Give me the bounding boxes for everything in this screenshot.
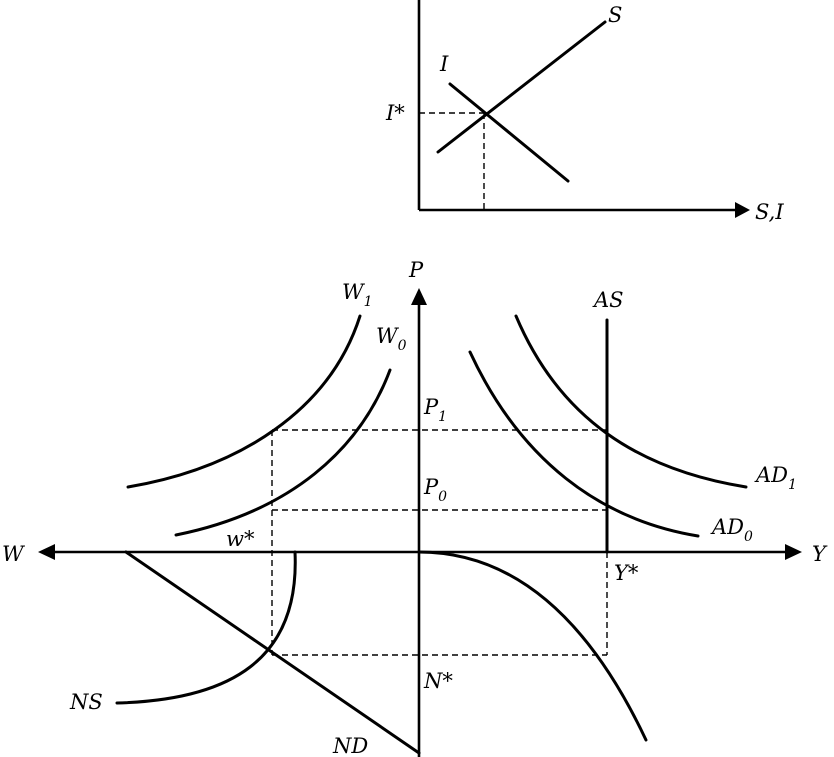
nd-label: ND <box>332 734 368 757</box>
ad1-curve <box>514 314 748 489</box>
dashed-guides <box>271 429 608 656</box>
si-axis-arrow-icon <box>735 202 750 218</box>
y-star-label: Y* <box>614 561 639 585</box>
i-star-label: I* <box>385 101 405 125</box>
p-axis-label: P <box>408 258 424 282</box>
p-axis-arrow-icon <box>411 288 427 305</box>
w1-label: W1 <box>342 280 373 310</box>
wage-curves: W1 W0 w* <box>126 280 407 551</box>
w0-curve <box>174 368 392 537</box>
ns-curve <box>115 550 297 705</box>
n-star-label: N* <box>423 669 453 693</box>
investment-curve-label: I <box>439 52 449 76</box>
w-axis-label: W <box>2 542 26 566</box>
w1-curve <box>126 314 362 489</box>
ns-label: NS <box>69 690 103 714</box>
ad0-label: AD0 <box>710 515 753 545</box>
p0-label: P0 <box>423 475 447 505</box>
savings-investment-panel: S,I S I I* <box>385 0 784 224</box>
si-axis-label: S,I <box>755 200 784 224</box>
investment-curve <box>448 82 570 183</box>
main-axes: P Y W <box>2 258 828 757</box>
production-curve <box>417 550 648 742</box>
y-axis-arrow-icon <box>785 544 802 560</box>
w-axis-arrow-icon <box>38 544 55 560</box>
y-axis-label: Y <box>812 542 828 566</box>
ad0-curve <box>468 350 700 538</box>
w0-label: W0 <box>376 324 407 354</box>
w-star-label: w* <box>226 527 255 551</box>
savings-curve-label: S <box>608 3 622 27</box>
savings-curve <box>436 20 607 154</box>
labor-production-curves: NS ND N* <box>69 550 648 757</box>
p1-label: P1 <box>423 395 447 425</box>
ad1-label: AD1 <box>754 463 797 493</box>
as-label: AS <box>592 288 624 312</box>
ad-as-curves: AS AD1 AD0 P1 P0 Y* <box>423 288 797 585</box>
